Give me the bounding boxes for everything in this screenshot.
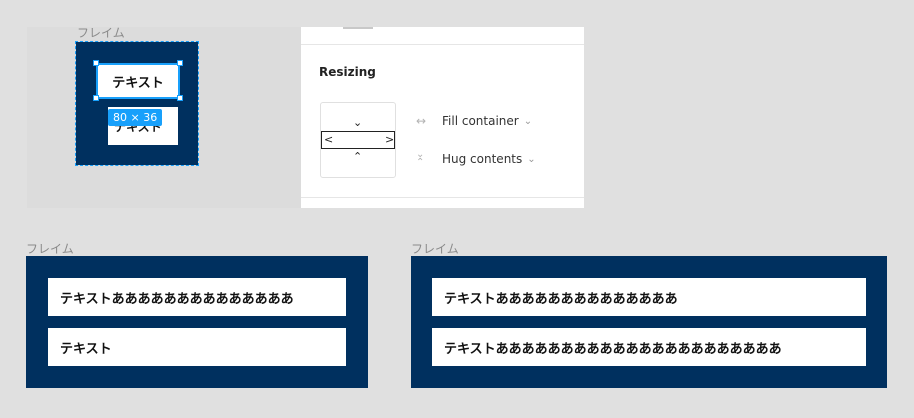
chevron-left-icon: <: [324, 133, 334, 146]
frame-right[interactable]: [411, 256, 887, 388]
text-card-label: テキストああああああああああああああああああああああ: [444, 341, 782, 357]
vertical-resize-icon: ⌄⌃: [416, 149, 425, 168]
resize-handle-top-right[interactable]: [177, 60, 183, 66]
resize-handle-bottom-right[interactable]: [177, 95, 183, 101]
horizontal-resizing-label: Fill container: [442, 114, 519, 128]
text-card[interactable]: テキスト: [48, 328, 346, 366]
text-card[interactable]: テキストああああああああああああああ: [48, 278, 346, 316]
chevron-down-icon: ⌄: [523, 115, 533, 127]
horizontal-resize-icon: ↔: [416, 114, 427, 128]
resizing-preview-inner: [321, 131, 395, 149]
panel-tab-indicator: [343, 27, 373, 29]
chevron-up-icon: ⌃: [353, 150, 363, 163]
size-badge: 80 × 36: [108, 109, 163, 126]
frame-label[interactable]: フレイム: [77, 26, 125, 40]
text-card[interactable]: テキストああああああああああああああ: [432, 278, 866, 316]
chevron-down-icon: ⌄: [353, 116, 363, 129]
panel-divider-bottom: [301, 197, 584, 198]
selected-text-label: テキスト: [112, 75, 164, 91]
frame-left[interactable]: [26, 256, 368, 388]
frame-label[interactable]: フレイム: [26, 242, 74, 256]
vertical-resizing-dropdown[interactable]: ⌄⌃ Hug contents ⌄: [416, 149, 536, 168]
text-card[interactable]: テキストああああああああああああああああああああああ: [432, 328, 866, 366]
vertical-resizing-label: Hug contents: [442, 152, 523, 166]
text-card-label: テキストああああああああああああああ: [60, 291, 294, 307]
selected-text-card[interactable]: テキスト: [96, 63, 180, 99]
frame-label[interactable]: フレイム: [411, 242, 459, 256]
panel-divider-top: [301, 44, 584, 45]
chevron-right-icon: >: [385, 133, 395, 146]
resize-handle-bottom-left[interactable]: [93, 95, 99, 101]
chevron-down-icon: ⌄: [527, 153, 536, 165]
horizontal-resizing-dropdown[interactable]: ↔ Fill container ⌄: [416, 113, 532, 129]
resizing-section-title: Resizing: [319, 65, 376, 79]
text-card-label: テキストああああああああああああああ: [444, 291, 678, 307]
resize-handle-top-left[interactable]: [93, 60, 99, 66]
text-card-label: テキスト: [60, 341, 112, 357]
